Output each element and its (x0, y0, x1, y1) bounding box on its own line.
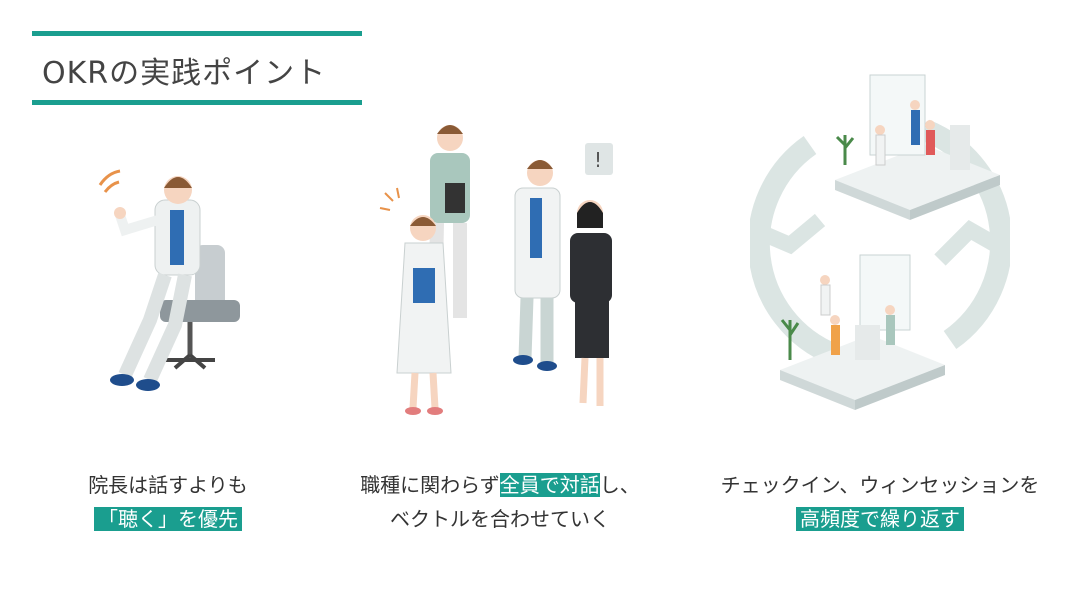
title-bottom-rule (32, 100, 362, 105)
svg-text:!: ! (594, 148, 602, 172)
page-title: OKRの実践ポイント (42, 56, 327, 91)
point-2-line1-post: し、 (599, 473, 640, 497)
point-1-caption: 院長は話すよりも 「聴く」を優先 (58, 468, 278, 536)
point-1-highlight: 「聴く」を優先 (94, 507, 242, 531)
cycle-illustration (750, 74, 1010, 410)
point-2-line2: ベクトルを合わせていく (390, 507, 610, 531)
point-2-caption: 職種に関わらず全員で対話し、 ベクトルを合わせていく (320, 468, 680, 536)
point-3-highlight: 高頻度で繰り返す (796, 507, 964, 531)
title-top-rule (32, 31, 362, 36)
point-2-line1-pre: 職種に関わらず (360, 473, 500, 497)
point-3-caption: チェックイン、ウィンセッションを 高頻度で繰り返す (705, 468, 1055, 536)
point-1-line1: 院長は話すよりも (88, 473, 248, 497)
point-3-line1: チェックイン、ウィンセッションを (720, 473, 1040, 497)
doctor-listening-illustration (98, 169, 240, 391)
team-dialogue-illustration: ! (379, 125, 613, 415)
point-2-highlight: 全員で対話 (499, 473, 600, 497)
